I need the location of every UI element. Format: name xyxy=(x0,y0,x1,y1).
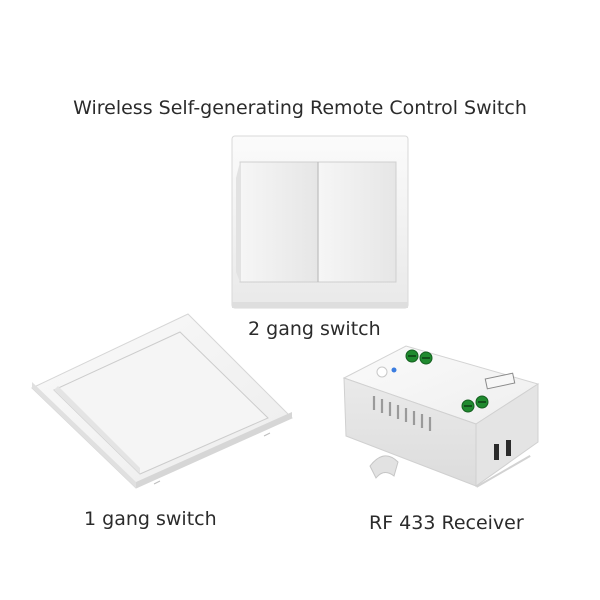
two-gang-switch-image xyxy=(231,135,409,309)
page-title: Wireless Self-generating Remote Control … xyxy=(73,97,527,119)
rf-receiver-label: RF 433 Receiver xyxy=(369,512,524,534)
one-gang-switch-image xyxy=(31,313,293,489)
two-gang-switch-label: 2 gang switch xyxy=(248,318,381,340)
rf-receiver-image xyxy=(342,345,540,488)
one-gang-switch-label: 1 gang switch xyxy=(84,508,217,530)
